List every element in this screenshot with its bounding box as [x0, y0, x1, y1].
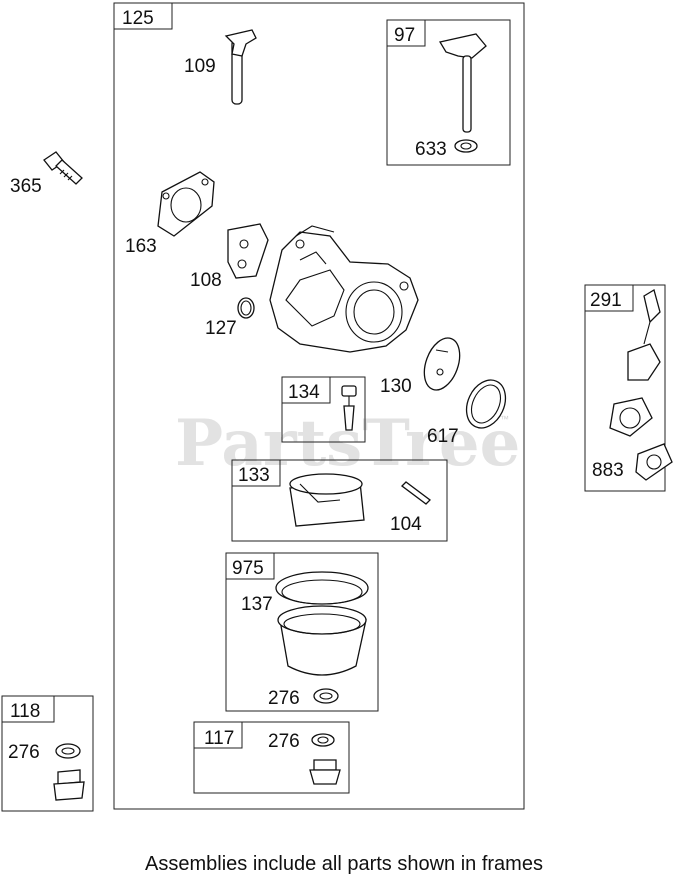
- part-108-plate[interactable]: [227, 223, 269, 279]
- frame-133-tag: [231, 459, 281, 487]
- frame-118-label: 118: [10, 701, 40, 722]
- part-104-pin[interactable]: [401, 481, 431, 505]
- frame-133: [231, 459, 448, 542]
- frame-117-label: 117: [204, 728, 234, 749]
- part-163-gasket[interactable]: [157, 171, 215, 237]
- label-104: 104: [390, 514, 422, 535]
- label-883: 883: [592, 460, 624, 481]
- watermark-trademark: ™: [500, 414, 509, 424]
- carburetor-body[interactable]: [269, 225, 419, 353]
- part-276-washer-a[interactable]: [313, 688, 339, 704]
- frame-97-label: 97: [394, 25, 415, 46]
- part-97-throttle-shaft[interactable]: [438, 33, 487, 133]
- frame-117-tag: [193, 721, 243, 749]
- frame-97: [386, 19, 511, 166]
- label-108: 108: [190, 270, 222, 291]
- frame-975-tag: [225, 552, 275, 580]
- label-109: 109: [184, 56, 216, 77]
- label-365: 365: [10, 176, 42, 197]
- frame-134-tag: [281, 376, 331, 404]
- part-117-screw[interactable]: [309, 759, 341, 785]
- part-633-seal[interactable]: [454, 139, 478, 153]
- part-130-disc[interactable]: [418, 333, 467, 395]
- frame-291-label: 291: [590, 290, 622, 311]
- label-633: 633: [415, 139, 447, 160]
- part-276-washer-c[interactable]: [55, 743, 81, 759]
- label-163: 163: [125, 236, 157, 257]
- part-137-float-bowl[interactable]: [275, 571, 369, 676]
- label-137: 137: [241, 594, 273, 615]
- diagram-caption: Assemblies include all parts shown in fr…: [145, 853, 543, 875]
- part-883-gasket[interactable]: [635, 443, 673, 481]
- frame-117: [193, 721, 350, 794]
- part-118-drain-screw[interactable]: [53, 769, 85, 801]
- label-617: 617: [427, 426, 459, 447]
- frame-975: [225, 552, 379, 712]
- frame-133-label: 133: [238, 465, 270, 486]
- frame-125-label: 125: [122, 8, 154, 29]
- frame-134-label: 134: [288, 382, 320, 403]
- frame-125: [113, 2, 525, 810]
- frame-975-label: 975: [232, 558, 264, 579]
- label-276-c: 276: [8, 742, 40, 763]
- part-291-primer-bulb[interactable]: [609, 289, 661, 437]
- frame-291-tag: [584, 284, 634, 312]
- part-276-washer-b[interactable]: [311, 733, 335, 747]
- part-617-oring[interactable]: [459, 374, 513, 435]
- part-109-choke-shaft[interactable]: [224, 29, 257, 105]
- label-276-a: 276: [268, 688, 300, 709]
- frame-125-tag: [113, 2, 173, 30]
- label-276-b: 276: [268, 731, 300, 752]
- part-134-needle-valve[interactable]: [341, 385, 357, 431]
- part-365-bolt[interactable]: [43, 151, 83, 185]
- part-127-oring[interactable]: [237, 297, 255, 319]
- label-127: 127: [205, 318, 237, 339]
- frame-118-tag: [1, 695, 55, 723]
- frame-97-tag: [386, 19, 426, 47]
- label-130: 130: [380, 376, 412, 397]
- part-133-float[interactable]: [289, 473, 365, 527]
